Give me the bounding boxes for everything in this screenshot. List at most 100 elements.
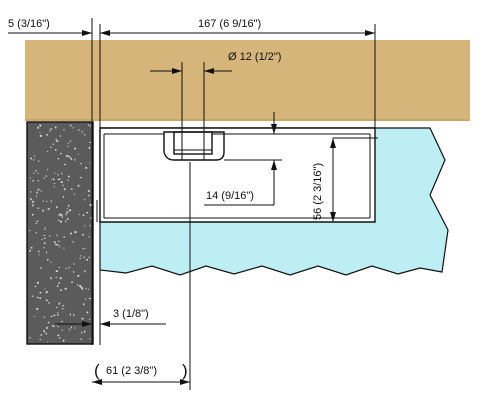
stone-speckle xyxy=(71,281,73,283)
stone-speckle xyxy=(65,268,67,269)
stone-speckle xyxy=(89,142,92,143)
stone-speckle xyxy=(68,175,70,178)
stone-speckle xyxy=(86,212,89,214)
stone-speckle xyxy=(37,180,40,182)
arrow-depth-bottom xyxy=(271,160,277,170)
stone-speckle xyxy=(59,178,61,180)
stone-speckle xyxy=(34,155,36,157)
stone-speckle xyxy=(33,316,35,317)
stone-speckle xyxy=(69,209,72,211)
stone-speckle xyxy=(65,155,68,157)
stone-speckle xyxy=(67,155,69,157)
stone-speckle xyxy=(59,213,61,216)
stone-speckle xyxy=(61,215,63,218)
stone-speckle xyxy=(42,209,44,212)
stone-speckle xyxy=(60,321,63,323)
stone-speckle xyxy=(88,256,90,258)
stone-speckle xyxy=(63,129,65,131)
stone-speckle xyxy=(74,327,76,329)
stone-speckle xyxy=(82,214,85,216)
stone-speckle xyxy=(43,235,46,236)
stone-speckle xyxy=(70,232,72,235)
stone-speckle xyxy=(45,291,48,294)
stone-speckle xyxy=(86,259,88,261)
stone-speckle xyxy=(58,267,60,268)
stone-speckle xyxy=(70,158,73,160)
stone-speckle xyxy=(58,214,60,217)
stone-speckle xyxy=(57,174,59,176)
stone-speckle xyxy=(55,270,58,272)
stone-speckle xyxy=(85,288,87,290)
stone-speckle xyxy=(36,308,39,310)
stone-speckle xyxy=(60,220,62,223)
stone-speckle xyxy=(42,200,44,202)
stone-speckle xyxy=(46,326,48,329)
stone-speckle xyxy=(63,247,65,249)
stone-speckle xyxy=(39,124,42,127)
stone-speckle xyxy=(33,172,35,174)
stone-speckle xyxy=(68,155,71,158)
stone-speckle xyxy=(84,247,86,249)
stone-speckle xyxy=(68,328,70,331)
arrow-offset xyxy=(82,30,92,36)
stone-speckle xyxy=(44,237,46,239)
stone-speckle xyxy=(60,214,63,216)
stone-speckle xyxy=(85,298,87,300)
stone-speckle xyxy=(49,235,51,237)
stone-speckle xyxy=(68,210,71,212)
arrow-depth-top xyxy=(271,124,277,134)
stone-speckle xyxy=(43,177,45,179)
stone-speckle xyxy=(43,247,45,249)
stone-speckle xyxy=(80,286,83,289)
stone-speckle xyxy=(55,149,57,151)
stone-speckle xyxy=(66,211,69,214)
reach-paren-open: ( xyxy=(94,361,100,380)
stone-speckle xyxy=(48,302,50,304)
stone-speckle xyxy=(29,177,31,179)
stone-speckle xyxy=(56,243,58,246)
stone-speckle xyxy=(54,172,56,174)
stone-speckle xyxy=(61,329,63,331)
stone-speckle xyxy=(30,157,33,160)
stone-speckle xyxy=(57,326,60,328)
stone-speckle xyxy=(37,281,39,284)
stone-speckle xyxy=(56,312,59,314)
stone-speckle xyxy=(38,160,40,162)
stone-speckle xyxy=(29,249,31,252)
stone-wall xyxy=(26,121,94,345)
stone-speckle xyxy=(33,201,35,203)
stone-speckle xyxy=(43,330,45,332)
stone-speckle xyxy=(59,277,62,280)
stone-speckle xyxy=(57,158,60,160)
stone-speckle xyxy=(74,231,77,234)
stone-speckle xyxy=(63,236,66,238)
countertop-slab xyxy=(25,40,470,120)
gap-label: 3 (1/8") xyxy=(113,308,149,320)
stone-speckle xyxy=(58,337,61,339)
stone-speckle xyxy=(65,220,67,223)
stone-speckle xyxy=(88,146,91,149)
stone-speckle xyxy=(83,134,86,136)
stone-speckle xyxy=(47,341,49,343)
stone-speckle xyxy=(89,125,91,127)
stone-speckle xyxy=(65,213,67,216)
stone-speckle xyxy=(51,178,53,180)
stone-speckle xyxy=(77,275,79,277)
stone-speckle xyxy=(79,257,81,259)
stone-speckle xyxy=(37,172,39,174)
stone-speckle xyxy=(84,330,86,333)
offset-left-label: 5 (3/16") xyxy=(8,18,50,30)
arrow-height-bottom xyxy=(330,212,336,222)
stone-speckle xyxy=(84,270,86,273)
stone-speckle xyxy=(69,125,71,127)
stone-speckle xyxy=(78,213,80,215)
stone-speckle xyxy=(67,145,69,147)
stone-speckle xyxy=(57,314,59,316)
stone-speckle xyxy=(38,250,40,253)
stone-speckle xyxy=(57,178,60,180)
stone-speckle xyxy=(59,135,61,137)
reach-paren-close: ) xyxy=(182,361,188,380)
stone-speckle xyxy=(85,167,88,169)
stone-speckle xyxy=(39,134,42,137)
